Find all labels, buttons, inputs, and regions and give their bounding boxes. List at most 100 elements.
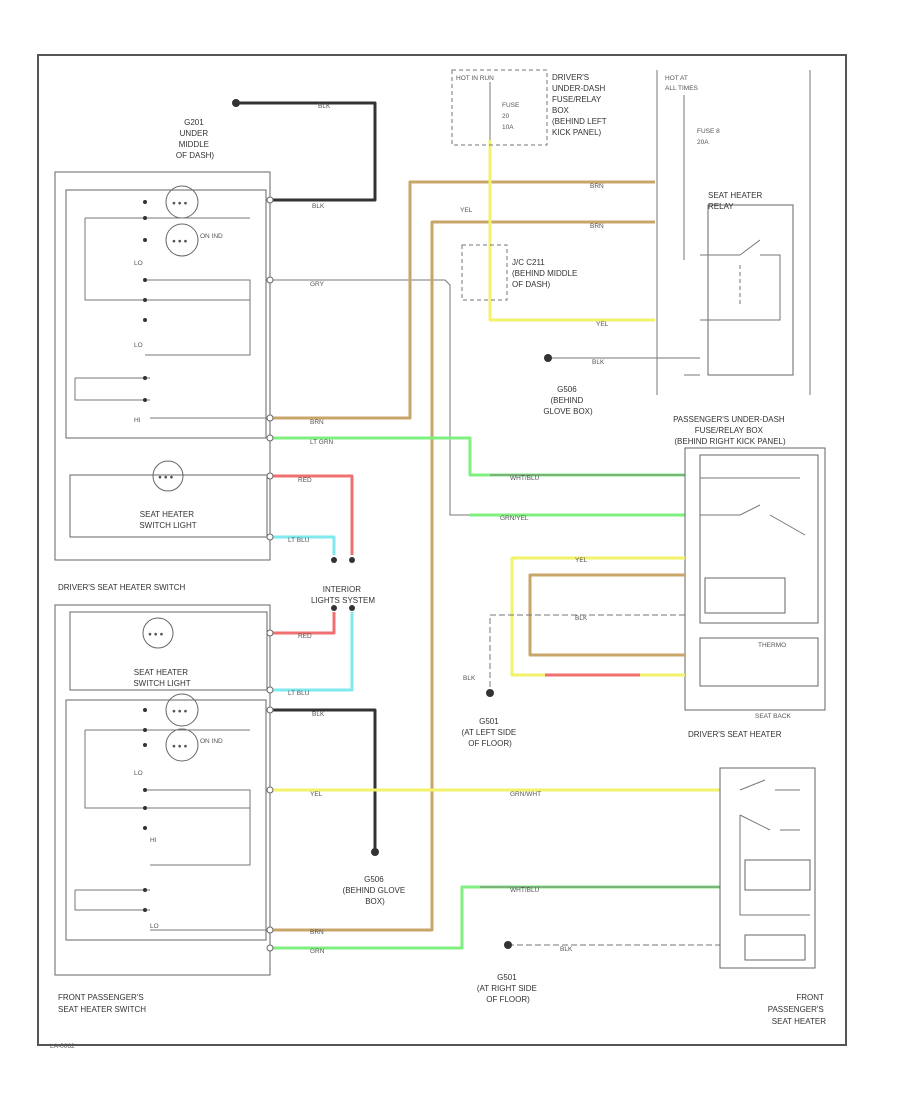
- drivers-seat-heater-box: [684, 447, 826, 711]
- drivers-switch-light-label: SEAT HEATER SWITCH LIGHT: [139, 510, 196, 530]
- svg-text:● ● ●: ● ● ●: [172, 238, 187, 245]
- wire-grn-2: [270, 885, 720, 950]
- drivers-switch-lo-1: LO: [134, 260, 143, 267]
- hot-in-run-box: [451, 69, 548, 146]
- drivers-switch-light-box: [69, 474, 268, 538]
- drivers-switch-on-ind: ON IND: [200, 233, 223, 240]
- drivers-switch-box: [54, 171, 271, 561]
- seat-heater-relay-box: [707, 204, 794, 376]
- hot-in-run-label: HOT IN RUN: [456, 75, 494, 82]
- wire-label-red-2: RED: [298, 633, 312, 640]
- pass-heater-switch: [739, 779, 810, 916]
- wire-label-brn-2: BRN: [590, 183, 604, 190]
- wire-label-brn-3: BRN: [590, 223, 604, 230]
- g201-label: G201 UNDER MIDDLE OF DASH): [176, 118, 215, 160]
- wire-blk-g506-2: [270, 708, 377, 850]
- wire-yel-fuse: [488, 140, 655, 322]
- svg-text:● ● ●: ● ● ●: [172, 743, 187, 750]
- wire-label-yel-2: YEL: [310, 791, 323, 798]
- wire-label-whtblu: WHT/BLU: [510, 475, 540, 482]
- svg-text:● ● ●: ● ● ●: [148, 631, 163, 638]
- interior-lights-label: INTERIOR LIGHTS SYSTEM: [311, 585, 375, 605]
- svg-text:● ● ●: ● ● ●: [172, 708, 187, 715]
- wire-label-blk-2: BLK: [312, 203, 325, 210]
- front-pass-heater-label: FRONT PASSENGER'S SEAT HEATER: [768, 993, 827, 1026]
- pass-switch-light-lamp: ● ● ●: [142, 617, 174, 649]
- heater-switch: [700, 477, 806, 536]
- seat-heater-relay-label: SEAT HEATER RELAY: [708, 191, 764, 211]
- drivers-switch-lamp-1: ● ● ●: [165, 185, 199, 219]
- g501-right-label: G501 (AT RIGHT SIDE OF FLOOR): [477, 973, 539, 1004]
- fuse-20a-label: FUSE 20 10A: [502, 102, 521, 131]
- pass-heater-element-1: [744, 859, 811, 891]
- wire-brn-2: [270, 220, 655, 932]
- pass-switch-lo-2: LO: [150, 923, 159, 930]
- switch-terminals: [266, 196, 274, 952]
- jc-c211-label: J/C C211 (BEHIND MIDDLE OF DASH): [512, 258, 580, 289]
- drivers-switch-lamp-2: ● ● ●: [165, 223, 199, 257]
- wire-red-1: [270, 474, 354, 555]
- pass-switch-lamp-2: ● ● ●: [165, 728, 199, 762]
- wire-blk-g201: [236, 101, 377, 202]
- wire-label-yel-top: YEL: [460, 207, 473, 214]
- pass-switch-hi: HI: [150, 837, 157, 844]
- drivers-fuse-box-label: DRIVER'S UNDER-DASH FUSE/RELAY BOX (BEHI…: [552, 73, 609, 137]
- wire-label-ltgrn: LT GRN: [310, 439, 334, 446]
- wire-ltblu-2: [270, 612, 354, 692]
- footer-code: LA-0062: [50, 1043, 75, 1050]
- fuse-8-label: FUSE 8 20A: [697, 128, 722, 146]
- pass-seat-heater-box: [719, 767, 816, 969]
- wire-label-red-1: RED: [298, 477, 312, 484]
- wire-label-yel-1: YEL: [596, 321, 609, 328]
- pass-switch-lamp-1: ● ● ●: [165, 693, 199, 727]
- svg-text:● ● ●: ● ● ●: [158, 474, 173, 481]
- drivers-switch-label: DRIVER'S SEAT HEATER SWITCH: [58, 583, 186, 592]
- svg-text:● ● ●: ● ● ●: [172, 200, 187, 207]
- thermo-label: THERMO: [758, 642, 786, 649]
- passengers-fuse-box-label: PASSENGER'S UNDER-DASH FUSE/RELAY BOX (B…: [673, 415, 787, 446]
- pass-switch-light-box: [69, 611, 268, 691]
- wire-ltblu-1: [270, 535, 336, 555]
- heater-element-1: [704, 577, 786, 614]
- wire-label-ltblu-2: LT BLU: [288, 690, 310, 697]
- pass-switch-on-ind: ON IND: [200, 738, 223, 745]
- drivers-seat-heater-label: DRIVER'S SEAT HEATER: [688, 730, 782, 739]
- wire-label-ltblu-1: LT BLU: [288, 537, 310, 544]
- wire-brn-1: [270, 180, 655, 420]
- drivers-switch-inner: [65, 189, 267, 439]
- drivers-switch-hi: HI: [134, 417, 141, 424]
- pass-switch-light-label: SEAT HEATER SWITCH LIGHT: [133, 668, 190, 688]
- relay-switch: [700, 239, 781, 321]
- diagram-frame: [37, 54, 847, 1046]
- drivers-switch-lo-2: LO: [134, 342, 143, 349]
- wire-label-blk-5: BLK: [560, 946, 573, 953]
- wire-label-gry: GRY: [310, 281, 325, 288]
- wire-label-brn-4: BRN: [310, 929, 324, 936]
- wire-label-yel-3: YEL: [575, 557, 588, 564]
- wire-label-grnwht: GRN/WHT: [510, 791, 541, 798]
- wire-label-grnyel: GRN/YEL: [500, 515, 529, 522]
- seat-back-label: SEAT BACK: [755, 713, 792, 720]
- pass-switch-inner: [65, 699, 267, 941]
- pass-heater-element-2: [744, 934, 806, 961]
- wire-label-brn-1: BRN: [310, 419, 324, 426]
- drivers-seat-heater-inner: [699, 454, 819, 624]
- wire-label-blk-4: BLK: [312, 711, 325, 718]
- wire-red-2: [270, 612, 336, 635]
- pass-switch-lo-1: LO: [134, 770, 143, 777]
- relay-box-frame: [656, 70, 811, 395]
- g506-label-2: G506 (BEHIND GLOVE BOX): [343, 875, 408, 906]
- drivers-switch-light-lamp: ● ● ●: [152, 460, 184, 492]
- jc-c211-box: [461, 244, 508, 301]
- pass-switch-label: FRONT PASSENGER'S SEAT HEATER SWITCH: [58, 993, 146, 1014]
- hot-at-all-times-label: HOT AT ALL TIMES: [665, 75, 699, 92]
- g501-left-label: G501 (AT LEFT SIDE OF FLOOR): [462, 717, 519, 748]
- ground-blk-label: BLK: [463, 675, 476, 682]
- g506-label: G506 (BEHIND GLOVE BOX): [543, 385, 593, 416]
- wire-label-grn: GRN: [310, 948, 325, 955]
- wire-label-blk-3: BLK: [592, 359, 605, 366]
- thermo-box: [699, 637, 819, 687]
- wire-gry: [270, 279, 470, 516]
- wire-label-blk-6: BLK: [575, 615, 588, 622]
